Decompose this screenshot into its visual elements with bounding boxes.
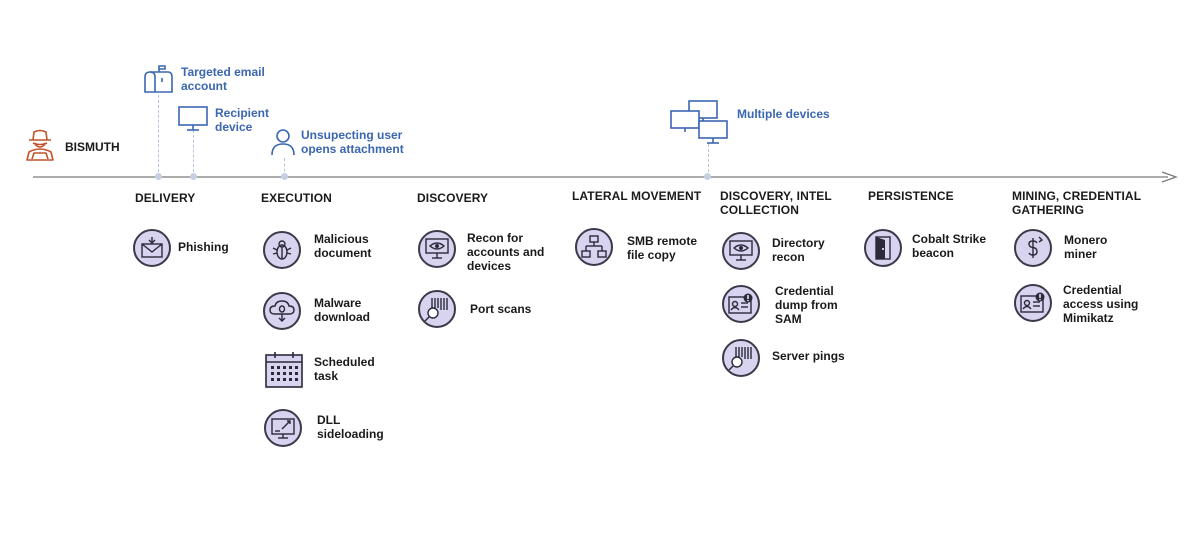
barcode-scan-icon bbox=[418, 290, 456, 328]
technique-cobalt-strike: Cobalt Strike beacon bbox=[912, 232, 987, 260]
phase-delivery-title: DELIVERY bbox=[135, 191, 196, 205]
technique-server-pings: Server pings bbox=[772, 349, 845, 363]
eye-monitor-icon bbox=[722, 232, 760, 270]
mailbox-icon bbox=[143, 64, 173, 94]
technique-scheduled-task: Scheduled task bbox=[314, 355, 375, 383]
timeline-arrowhead bbox=[1161, 171, 1178, 183]
connector-dot-multi bbox=[704, 173, 711, 180]
barcode-scan-icon bbox=[722, 339, 760, 377]
technique-credential-dump: Credential dump from SAM bbox=[775, 284, 838, 326]
target-device-label: Recipient device bbox=[215, 106, 270, 134]
eye-monitor-icon bbox=[418, 230, 456, 268]
cloud-bug-icon bbox=[263, 292, 301, 330]
connector-device bbox=[193, 130, 194, 177]
envelope-icon bbox=[133, 229, 171, 267]
credential-icon bbox=[722, 285, 760, 323]
phase-execution-title: EXECUTION bbox=[261, 191, 332, 205]
connector-multi bbox=[708, 144, 709, 177]
monitor-icon bbox=[178, 106, 208, 132]
technique-smb-copy: SMB remote file copy bbox=[627, 234, 698, 262]
phase-discovery-title: DISCOVERY bbox=[417, 191, 489, 205]
technique-directory-recon: Directory recon bbox=[772, 236, 825, 264]
sideloading-icon bbox=[264, 409, 302, 447]
dollar-icon bbox=[1014, 229, 1052, 267]
phase-mining-title: MINING, CREDENTIAL GATHERING bbox=[1012, 189, 1141, 217]
connector-user bbox=[284, 158, 285, 177]
technique-port-scans: Port scans bbox=[470, 302, 532, 316]
technique-recon-accounts: Recon for accounts and devices bbox=[467, 231, 545, 273]
connector-email bbox=[158, 95, 159, 177]
actor-name: BISMUTH bbox=[65, 140, 120, 154]
bug-icon bbox=[263, 231, 301, 269]
technique-mimikatz: Credential access using Mimikatz bbox=[1063, 283, 1139, 325]
connector-dot-device bbox=[190, 173, 197, 180]
door-icon bbox=[864, 229, 902, 267]
network-icon bbox=[575, 228, 613, 266]
technique-dll-sideloading: DLL sideloading bbox=[317, 413, 384, 441]
hacker-icon bbox=[22, 126, 58, 162]
connector-dot-user bbox=[281, 173, 288, 180]
technique-monero-miner: Monero miner bbox=[1064, 233, 1108, 261]
multiple-monitors-icon bbox=[669, 99, 731, 145]
phase-lateral-title: LATERAL MOVEMENT bbox=[572, 189, 702, 203]
credential-icon bbox=[1014, 284, 1052, 322]
user-icon bbox=[270, 128, 296, 156]
target-multi-label: Multiple devices bbox=[737, 107, 830, 121]
target-user-label: Unsupecting user opens attachment bbox=[301, 128, 404, 156]
connector-dot-email bbox=[155, 173, 162, 180]
phase-persistence-title: PERSISTENCE bbox=[868, 189, 954, 203]
target-email-label: Targeted email account bbox=[181, 65, 265, 93]
technique-malicious-document: Malicious document bbox=[314, 232, 372, 260]
technique-phishing: Phishing bbox=[178, 240, 229, 254]
calendar-icon bbox=[265, 352, 303, 388]
phase-intel-title: DISCOVERY, INTEL COLLECTION bbox=[720, 189, 832, 217]
technique-malware-download: Malware download bbox=[314, 296, 370, 324]
